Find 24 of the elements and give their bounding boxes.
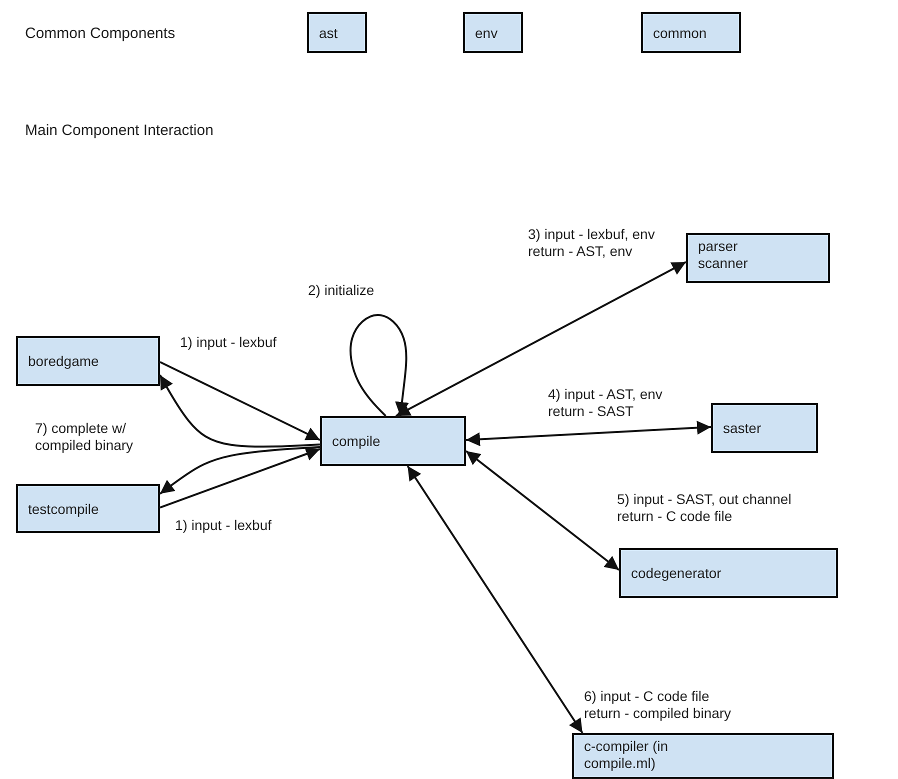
- component-box: env: [463, 12, 523, 53]
- arrow: [395, 261, 686, 417]
- component-box: parser scanner: [686, 233, 830, 283]
- component-box: boredgame: [16, 336, 160, 386]
- component-box: c-compiler (in compile.ml): [572, 733, 834, 779]
- arrow: [465, 450, 620, 571]
- arrow: [160, 361, 320, 441]
- component-box: testcompile: [16, 484, 160, 533]
- component-box: codegenerator: [619, 548, 838, 598]
- section-heading: Common Components: [25, 24, 176, 43]
- edge-label: 2) initialize: [308, 282, 374, 299]
- component-box: saster: [711, 403, 818, 453]
- component-box: common: [641, 12, 741, 53]
- arrow: [159, 374, 320, 448]
- edge-label: 1) input - lexbuf: [175, 517, 272, 534]
- arrow: [406, 465, 584, 734]
- section-heading: Main Component Interaction: [25, 121, 214, 140]
- arrow: [159, 446, 320, 495]
- arrow: [466, 420, 712, 446]
- arrow: [160, 447, 320, 508]
- edge-label: 1) input - lexbuf: [180, 334, 276, 351]
- component-box: ast: [307, 12, 367, 53]
- component-box: compile: [320, 416, 466, 466]
- arrow: [350, 314, 409, 417]
